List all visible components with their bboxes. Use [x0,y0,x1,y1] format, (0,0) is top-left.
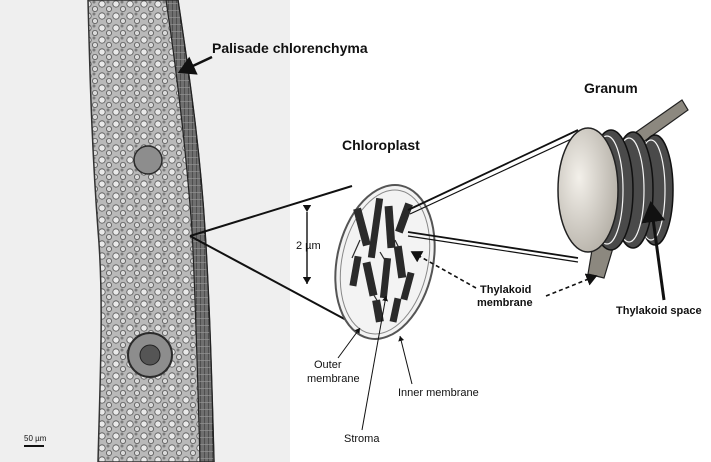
label-granum: Granum [584,80,638,96]
outer-membrane-arrow [338,328,360,358]
zoom-line-granum-upper [408,130,578,210]
label-thylakoid-membrane-line2: membrane [477,297,533,309]
granum [558,100,688,278]
vascular-bundle [134,146,162,174]
label-stroma: Stroma [344,433,380,445]
inner-membrane-arrow [400,336,412,384]
label-outer-membrane-line1: Outer [314,359,342,371]
vascular-bundle [140,345,160,365]
label-thylakoid-space: Thylakoid space [616,305,702,317]
zoom-line-granum-upper-2 [410,135,580,214]
leaf-micrograph: 50 µm [0,0,290,462]
label-palisade-chlorenchyma: Palisade chlorenchyma [212,40,368,56]
chloroplast [322,176,448,349]
granum-front-disc [558,128,618,252]
label-outer-membrane-line2: membrane [307,373,360,385]
thylakoid-membrane-arrow-right [546,276,596,296]
label-chloroplast: Chloroplast [342,137,420,153]
label-scale-2um: 2 µm [296,240,321,252]
label-thylakoid-membrane-line1: Thylakoid [480,284,531,296]
label-inner-membrane: Inner membrane [398,387,479,399]
scale-bar-50um-label: 50 µm [24,434,47,443]
